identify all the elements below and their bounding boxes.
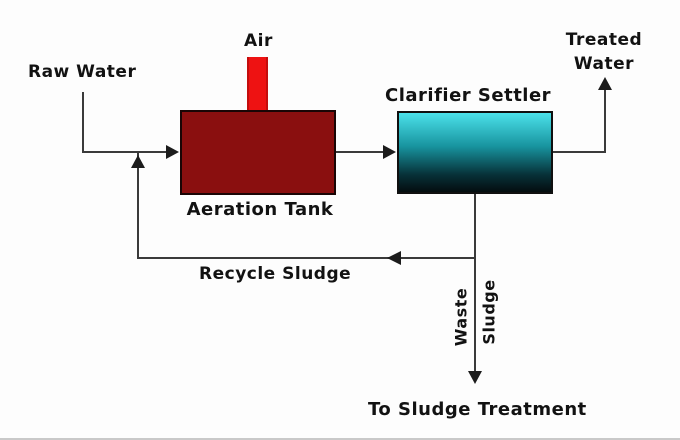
treated-water-label-line2: Water [573,54,635,74]
raw-water-label: Raw Water [28,62,137,82]
aeration-to-clarifier-line [336,151,385,153]
aeration-tank-box [180,110,336,195]
treated-water-label-line1: Treated [565,30,643,50]
recycle-sludge-arrowhead-icon [387,251,401,265]
treated-water-line-vertical [604,89,606,153]
raw-water-line-horizontal [82,151,168,153]
waste-sludge-line [474,194,476,372]
raw-water-line-vertical [82,92,84,153]
treated-water-arrowhead-icon [598,77,612,90]
raw-water-arrowhead-icon [166,145,179,159]
treated-water-line-horizontal [553,151,605,153]
recycle-sludge-label: Recycle Sludge [199,264,352,284]
recycle-sludge-line-horizontal [137,257,476,259]
clarifier-settler-box [397,111,553,194]
recycle-return-arrowhead-icon [131,155,145,168]
aeration-tank-label: Aeration Tank [186,199,334,220]
waste-label: Waste [451,287,471,347]
sludge-label: Sludge [479,279,499,345]
waste-sludge-arrowhead-icon [468,371,482,384]
recycle-sludge-line-vertical [137,153,139,259]
air-label: Air [244,31,273,51]
clarifier-settler-label: Clarifier Settler [385,85,552,106]
aeration-to-clarifier-arrowhead-icon [383,145,396,159]
treated-water-label: Treated Water [558,28,650,76]
to-sludge-treatment-label: To Sludge Treatment [368,399,587,420]
